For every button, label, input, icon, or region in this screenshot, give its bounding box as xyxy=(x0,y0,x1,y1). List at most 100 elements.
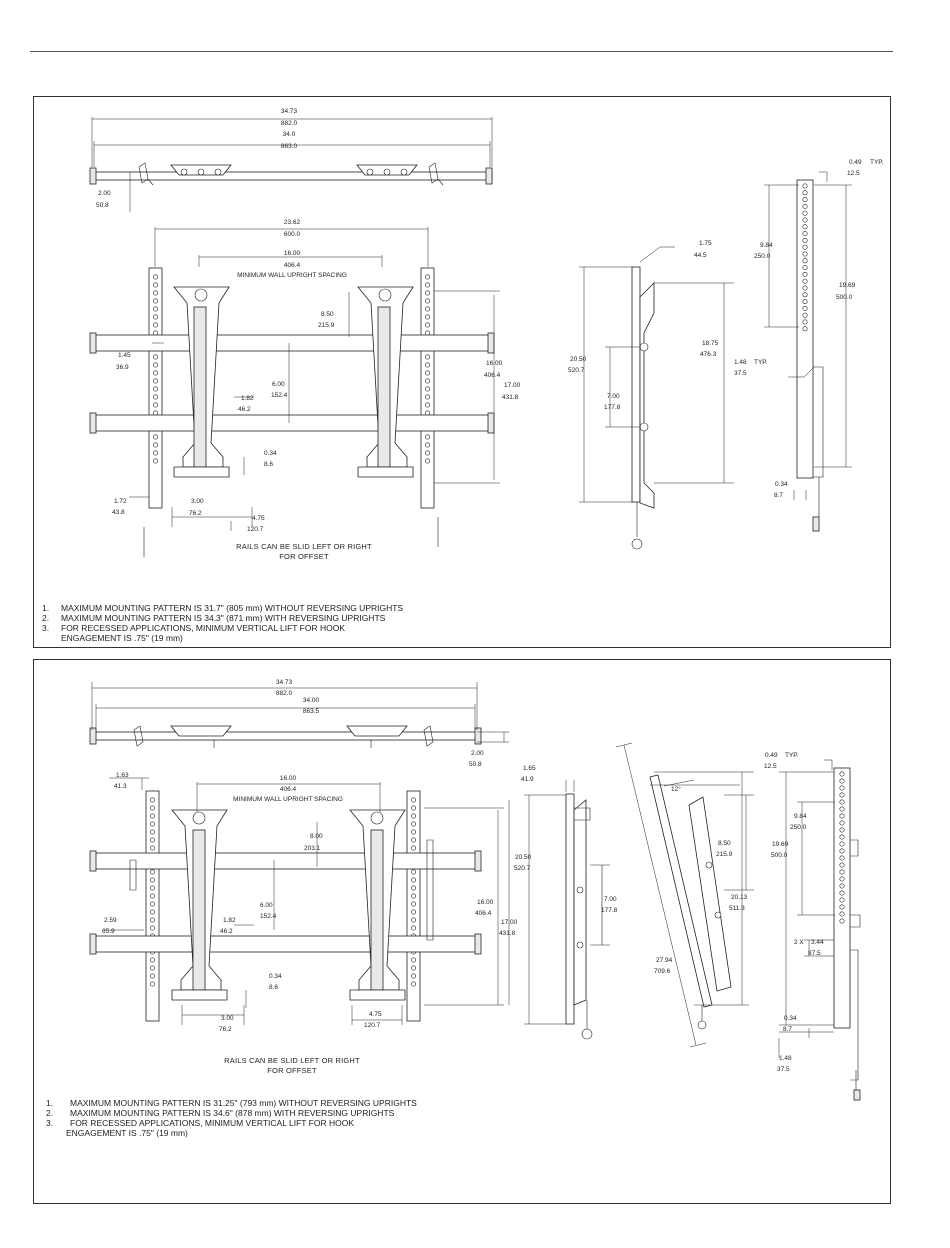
svg-text:ENGAGEMENT IS .75" (19 mm): ENGAGEMENT IS .75" (19 mm) xyxy=(61,633,183,643)
svg-text:215.9: 215.9 xyxy=(716,851,733,858)
mounting-hole xyxy=(839,820,845,826)
mounting-hole xyxy=(839,785,845,791)
svg-text:8.50: 8.50 xyxy=(718,840,731,847)
mounting-hole xyxy=(410,925,416,931)
mounting-hole xyxy=(424,298,430,304)
drawing-panel-fixed: 34.73 882.0 34.0 863.0 2.00 50.8 23.62 6… xyxy=(33,96,891,648)
svg-text:MINIMUM WALL UPRIGHT SPACING: MINIMUM WALL UPRIGHT SPACING xyxy=(237,272,347,279)
svg-text:TYP.: TYP. xyxy=(785,752,799,759)
mounting-hole xyxy=(839,834,845,840)
mounting-hole xyxy=(150,805,156,811)
svg-text:76.2: 76.2 xyxy=(219,1026,232,1033)
svg-text:120.7: 120.7 xyxy=(247,526,264,533)
svg-text:406.4: 406.4 xyxy=(280,786,297,793)
top-view-dimensions: 34.73 882.0 34.00 863.5 2.00 50.8 xyxy=(91,679,509,768)
svg-text:1.45: 1.45 xyxy=(118,352,131,359)
mounting-hole xyxy=(424,434,430,440)
svg-text:37.5: 37.5 xyxy=(734,370,747,377)
mounting-hole xyxy=(424,314,430,320)
svg-text:MINIMUM WALL UPRIGHT SPACING: MINIMUM WALL UPRIGHT SPACING xyxy=(233,796,343,803)
fixed-mount-drawing: 34.73 882.0 34.0 863.0 2.00 50.8 23.62 6… xyxy=(42,108,884,643)
mounting-hole xyxy=(150,821,156,827)
svg-text:1.: 1. xyxy=(46,1098,53,1108)
notes-list: 1. MAXIMUM MOUNTING PATTERN IS 31.25" (7… xyxy=(46,1098,417,1138)
svg-text:1.65: 1.65 xyxy=(523,765,536,772)
svg-text:4.75: 4.75 xyxy=(369,1011,382,1018)
svg-text:76.2: 76.2 xyxy=(189,510,202,517)
mounting-hole xyxy=(839,848,845,854)
mounting-hole xyxy=(153,378,159,384)
svg-text:1.48: 1.48 xyxy=(779,1055,792,1062)
mounting-hole xyxy=(424,330,430,336)
mounting-hole xyxy=(410,885,416,891)
svg-text:709.6: 709.6 xyxy=(654,968,671,975)
svg-text:36.9: 36.9 xyxy=(116,364,129,371)
mounting-hole xyxy=(839,883,845,889)
rear-upright-view: 0.49 TYP. 12.5 9.84 250.0 19.69 500.0 2 … xyxy=(764,752,861,1101)
mounting-hole xyxy=(424,362,430,368)
mounting-hole xyxy=(424,322,430,328)
mounting-hole xyxy=(839,862,845,868)
mounting-hole xyxy=(802,190,808,196)
svg-text:520.7: 520.7 xyxy=(568,367,585,374)
mounting-hole xyxy=(153,314,159,320)
svg-text:500.0: 500.0 xyxy=(836,294,853,301)
mounting-hole xyxy=(153,458,159,464)
svg-text:406.4: 406.4 xyxy=(484,372,501,379)
mounting-hole xyxy=(802,251,808,257)
mounting-hole xyxy=(424,386,430,392)
svg-text:43.8: 43.8 xyxy=(112,509,125,516)
svg-text:177.8: 177.8 xyxy=(601,907,618,914)
front-view-assembly xyxy=(89,267,495,557)
mounting-hole xyxy=(150,917,156,923)
svg-text:9.84: 9.84 xyxy=(794,813,807,820)
front-view-assembly xyxy=(89,790,482,1022)
offset-caption-line2: FOR OFFSET xyxy=(267,1066,317,1075)
svg-text:882.0: 882.0 xyxy=(276,690,293,697)
svg-text:34.00: 34.00 xyxy=(303,697,320,704)
mounting-hole xyxy=(802,305,808,311)
svg-text:41.9: 41.9 xyxy=(521,776,534,783)
mounting-hole xyxy=(802,319,808,325)
svg-text:476.3: 476.3 xyxy=(700,351,717,358)
mounting-hole xyxy=(150,909,156,915)
offset-caption-line2: FOR OFFSET xyxy=(279,552,329,561)
mounting-hole xyxy=(802,285,808,291)
svg-text:16.00: 16.00 xyxy=(486,360,503,367)
mounting-hole xyxy=(410,877,416,883)
mounting-hole xyxy=(153,394,159,400)
svg-text:MAXIMUM MOUNTING PATTERN IS 31: MAXIMUM MOUNTING PATTERN IS 31.25" (793 … xyxy=(70,1098,417,1108)
svg-text:2.: 2. xyxy=(42,613,49,623)
svg-text:37.5: 37.5 xyxy=(777,1066,790,1073)
svg-text:6.00: 6.00 xyxy=(272,381,285,388)
mounting-hole xyxy=(802,217,808,223)
offset-caption-line1: RAILS CAN BE SLID LEFT OR RIGHT xyxy=(236,542,372,551)
mounting-hole xyxy=(153,322,159,328)
mounting-hole xyxy=(839,827,845,833)
svg-text:3.00: 3.00 xyxy=(221,1015,234,1022)
svg-text:87.5: 87.5 xyxy=(808,950,821,957)
svg-text:19.69: 19.69 xyxy=(839,282,856,289)
svg-text:12°: 12° xyxy=(671,785,681,793)
mounting-hole xyxy=(802,292,808,298)
svg-text:3.44: 3.44 xyxy=(811,939,824,946)
mounting-hole xyxy=(150,845,156,851)
svg-text:8.7: 8.7 xyxy=(783,1026,792,1033)
tilted-side-view: 12° 8.50 215.9 20.13 511.3 27.94 709.6 xyxy=(615,742,754,1048)
mounting-hole xyxy=(410,869,416,875)
svg-text:12.5: 12.5 xyxy=(847,170,860,177)
svg-text:8.00: 8.00 xyxy=(310,833,323,840)
mounting-hole xyxy=(410,901,416,907)
mounting-hole xyxy=(802,258,808,264)
mounting-hole xyxy=(839,876,845,882)
svg-text:520.7: 520.7 xyxy=(514,865,531,872)
svg-text:1.72: 1.72 xyxy=(114,498,127,505)
svg-text:250.0: 250.0 xyxy=(790,824,807,831)
mounting-hole xyxy=(153,450,159,456)
offset-caption-line1: RAILS CAN BE SLID LEFT OR RIGHT xyxy=(224,1056,360,1065)
side-view-bracket: 1.75 44.5 20.50 520.7 18.75 476.3 7.00 1… xyxy=(568,240,734,550)
svg-text:152.4: 152.4 xyxy=(271,392,288,399)
svg-text:2.59: 2.59 xyxy=(104,917,117,924)
svg-text:16.00: 16.00 xyxy=(477,899,494,906)
svg-text:20.50: 20.50 xyxy=(515,854,532,861)
